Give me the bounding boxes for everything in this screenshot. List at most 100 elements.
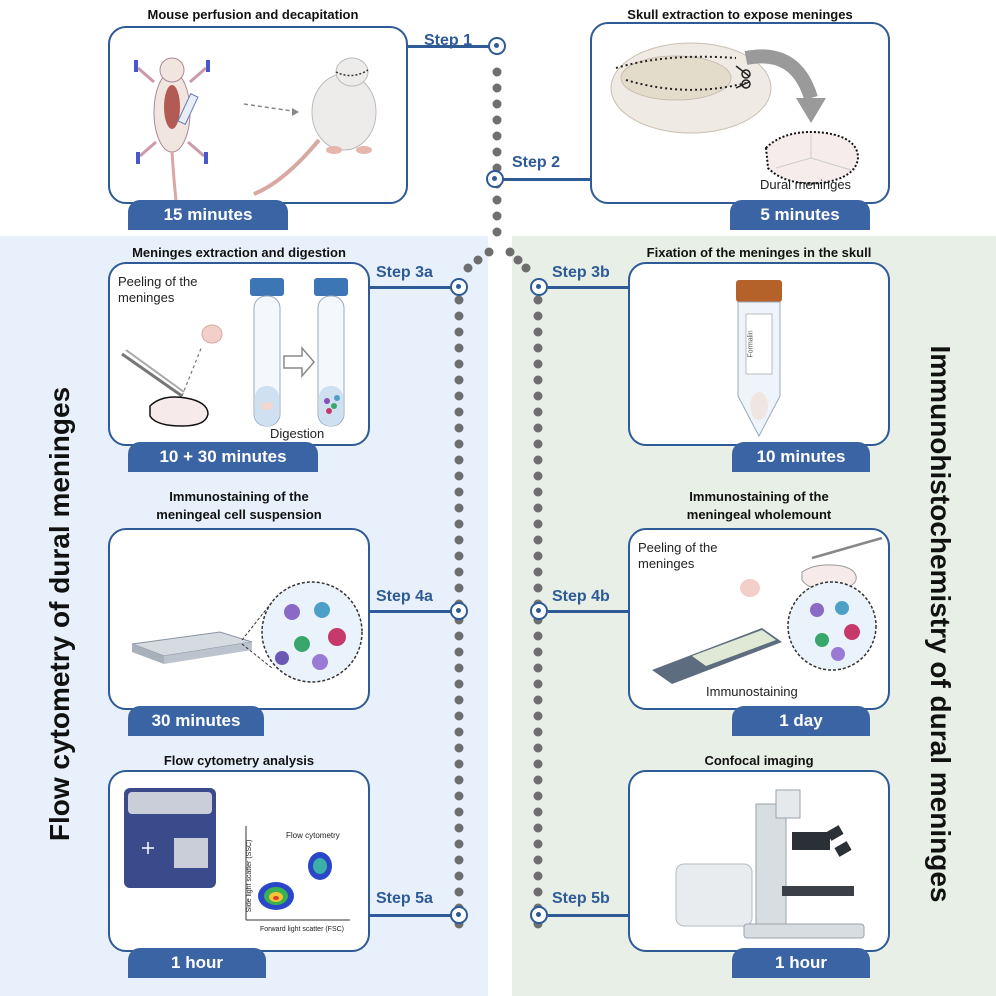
immunostaining-label: Immunostaining <box>706 684 798 699</box>
step4b-node <box>530 602 548 620</box>
timeline-dot <box>533 839 543 849</box>
timeline-dot <box>454 311 464 321</box>
formalin-tube-label: Formalin <box>747 330 755 358</box>
flow-plot-ylabel: Side light scatter (SSC) <box>246 839 253 913</box>
step5b-label: Step 5b <box>552 890 610 907</box>
step4a-connector <box>370 610 452 613</box>
timeline-dot <box>533 759 543 769</box>
timeline-dot <box>533 823 543 833</box>
timeline-dot <box>533 567 543 577</box>
timeline-dot <box>533 855 543 865</box>
timeline-dot <box>533 455 543 465</box>
step4a-title-line1: Immunostaining of the <box>169 489 309 504</box>
timeline-dot <box>454 823 464 833</box>
timeline-dot <box>454 647 464 657</box>
timeline-dot <box>454 359 464 369</box>
step1-node <box>488 37 506 55</box>
timeline-dot <box>533 551 543 561</box>
right-section-title: Immunohistochemistry of dural meninges <box>925 345 956 903</box>
timeline-dot <box>513 255 523 265</box>
timeline-dot <box>454 295 464 305</box>
step3a-node <box>450 278 468 296</box>
timeline-dot <box>492 83 502 93</box>
timeline-dot <box>533 343 543 353</box>
timeline-dot <box>533 295 543 305</box>
timeline-dot <box>454 455 464 465</box>
step1-box <box>108 26 408 204</box>
timeline-dot <box>454 439 464 449</box>
timeline-dot <box>454 711 464 721</box>
timeline-dot <box>463 263 473 273</box>
step5a-title: Flow cytometry analysis <box>163 753 315 768</box>
step5a-node <box>450 906 468 924</box>
timeline-dot <box>533 311 543 321</box>
timeline-dot <box>492 195 502 205</box>
step5b-box <box>628 770 890 952</box>
timeline-dot <box>533 807 543 817</box>
timeline-dot <box>454 487 464 497</box>
timeline-dot <box>454 663 464 673</box>
step2-label: Step 2 <box>512 154 561 171</box>
timeline-dot <box>454 567 464 577</box>
timeline-dot <box>533 663 543 673</box>
timeline-dot <box>454 775 464 785</box>
timeline-dot <box>533 679 543 689</box>
step3a-label: Step 3a <box>376 264 433 281</box>
step1-label: Step 1 <box>424 32 473 49</box>
timeline-dot <box>533 407 543 417</box>
step1-connector <box>408 45 492 48</box>
step3b-box: Formalin <box>628 262 890 446</box>
timeline-dot <box>533 727 543 737</box>
step3b-connector <box>548 286 628 289</box>
timeline-dot <box>454 423 464 433</box>
step5a-label: Step 5a <box>376 890 433 907</box>
timeline-dot <box>454 551 464 561</box>
confocal-microscope-illustration <box>675 789 865 939</box>
timeline-dot <box>533 487 543 497</box>
timeline-dot <box>454 727 464 737</box>
timeline-dot <box>492 99 502 109</box>
timeline-dot <box>533 887 543 897</box>
skull-extraction-illustration <box>610 42 860 185</box>
step3b-node <box>530 278 548 296</box>
timeline-dot <box>454 871 464 881</box>
step5a-box: Flow cytometry Forward light scatter (FS… <box>108 770 370 952</box>
step2-box: Dural meninges <box>590 22 890 204</box>
timeline-dot <box>454 583 464 593</box>
formalin-tube-illustration <box>736 280 782 438</box>
digestion-label: Digestion <box>270 426 325 441</box>
step2-duration: 5 minutes <box>730 200 870 230</box>
timeline-dot <box>454 327 464 337</box>
step3a-box: Peeling of the meninges Digestion <box>108 262 370 446</box>
well-plate-staining-illustration <box>131 581 363 683</box>
step5a-connector <box>370 914 452 917</box>
step5b-connector <box>548 914 628 917</box>
timeline-dot <box>454 887 464 897</box>
wholemount-staining-illustration <box>652 536 883 684</box>
timeline-dot <box>533 775 543 785</box>
timeline-dot <box>454 743 464 753</box>
timeline-dot <box>454 839 464 849</box>
timeline-dot <box>533 871 543 881</box>
step4a-duration: 30 minutes <box>128 706 264 736</box>
timeline-dot <box>533 631 543 641</box>
timeline-dot <box>533 647 543 657</box>
timeline-dot <box>533 391 543 401</box>
timeline-dot <box>533 743 543 753</box>
step4a-title-line2: meningeal cell suspension <box>156 507 322 522</box>
timeline-dot <box>492 211 502 221</box>
step1-duration: 15 minutes <box>128 200 288 230</box>
step5b-duration: 1 hour <box>732 948 870 978</box>
step3b-label: Step 3b <box>552 264 610 281</box>
step2-node <box>486 170 504 188</box>
left-section-title: Flow cytometry of dural meninges <box>44 386 75 842</box>
timeline-dot <box>454 535 464 545</box>
timeline-dot <box>533 535 543 545</box>
timeline-dot <box>505 247 515 257</box>
timeline-dot <box>492 147 502 157</box>
step5b-title: Confocal imaging <box>704 753 814 768</box>
step3b-duration: 10 minutes <box>732 442 870 472</box>
flow-plot-title: Flow cytometry <box>286 831 340 840</box>
flow-plot-xlabel: Forward light scatter (FSC) <box>260 926 345 933</box>
